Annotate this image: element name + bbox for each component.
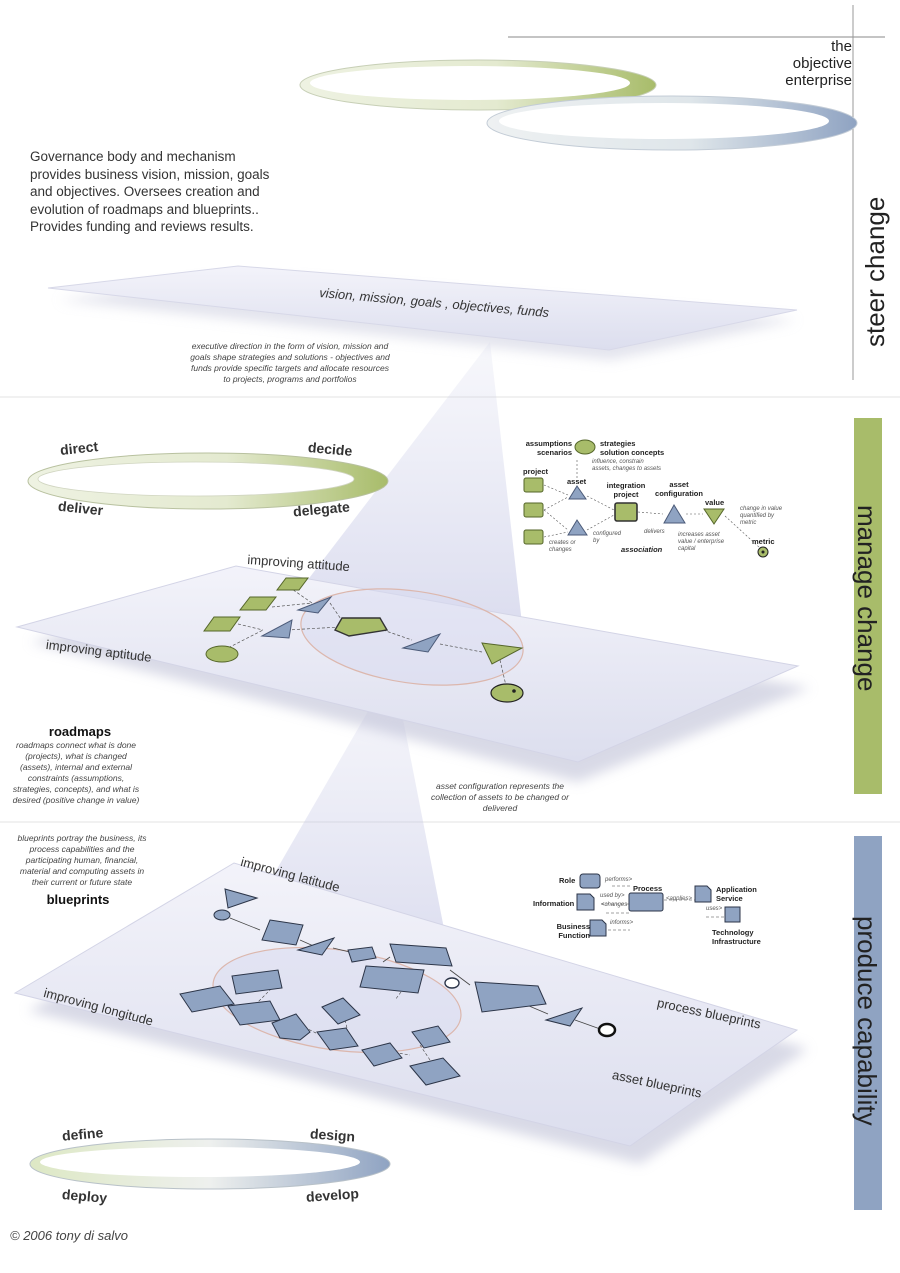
cycle-design: design	[309, 1125, 356, 1145]
produce-cycle-ring	[29, 1138, 391, 1190]
blueprints-heading: blueprints	[46, 892, 110, 907]
legend-business-function: Business Function	[556, 922, 590, 940]
legend-application-service: Application Service	[716, 885, 757, 903]
legend-technology-infrastructure: Technology Infrastructure	[712, 928, 761, 946]
blueprint-flow	[179, 888, 617, 1086]
project-box	[203, 616, 241, 632]
legend-influence-note: influence, constrain assets, changes to …	[592, 459, 662, 472]
legend-asset: asset	[567, 477, 587, 486]
legend-information: Information	[533, 899, 575, 908]
asset-triangle	[296, 595, 333, 614]
roadmap-legend	[523, 439, 769, 558]
metric-oval	[490, 683, 524, 703]
objective-rings	[299, 59, 858, 151]
legend-increases-note: increases asset value / enterprise capit…	[678, 532, 725, 552]
blueprint-plane	[13, 862, 808, 1164]
legend-applies: <applies>	[666, 896, 693, 902]
legend-performs: performs>	[605, 877, 633, 883]
manage-band	[854, 418, 882, 794]
steer-change-label: steer change	[860, 196, 890, 347]
produce-band	[854, 836, 882, 1210]
legend-project: project	[523, 467, 549, 476]
integration-project	[333, 617, 389, 637]
asset-triangle	[260, 619, 293, 639]
legend-changes: <changes	[601, 902, 628, 908]
value-triangle	[481, 642, 524, 665]
legend-asset-configuration: asset configuration	[655, 480, 703, 498]
legend-configured-note: configured by	[593, 531, 622, 544]
beam-upper	[300, 342, 525, 650]
legend-association: association	[621, 545, 663, 554]
legend-role: Role	[559, 876, 576, 885]
legend-informs: informs>	[610, 920, 634, 926]
executive-direction-note: executive direction in the form of visio…	[190, 341, 390, 384]
legend-uses: uses>	[706, 906, 723, 912]
legend-assumptions: assumptions scenarios	[525, 439, 572, 457]
asset-configuration-note: asset configuration represents the colle…	[431, 781, 569, 813]
legend-integration-project: integration project	[606, 481, 646, 499]
legend-value-note: change in value quantified by metric	[740, 506, 783, 526]
roadmaps-description: roadmaps connect what is done (projects)…	[12, 740, 140, 805]
legend-value: value	[705, 498, 725, 507]
roadmaps-heading: roadmaps	[48, 724, 112, 739]
roadmap-flow	[203, 577, 524, 703]
assumption-oval	[205, 645, 239, 663]
legend-used-by: used by>	[600, 893, 625, 899]
legend-process: Process	[633, 884, 663, 893]
manage-cycle-ring	[27, 452, 389, 510]
vision-plane	[47, 265, 798, 360]
legend-metric: metric	[752, 537, 775, 546]
legend-delivers: delivers	[644, 529, 665, 535]
blueprints-description: blueprints portray the business, its pro…	[17, 833, 147, 887]
governance-description: Governance body and mechanism provides b…	[30, 149, 270, 234]
produce-capability-label: produce capability	[852, 916, 882, 1126]
title-line-3: enterprise	[785, 72, 852, 89]
legend-strategies: strategies solution concepts	[600, 439, 665, 457]
objective-enterprise-title: the objective enterprise	[785, 38, 852, 89]
asset-config-triangle	[401, 632, 442, 653]
blueprint-legend	[576, 873, 741, 937]
project-box	[238, 596, 278, 611]
project-box	[276, 577, 309, 591]
manage-change-label: manage change	[852, 505, 882, 692]
title-line-2: objective	[792, 55, 852, 72]
legend-creates-note: creates or changes	[549, 540, 576, 553]
copyright: © 2006 tony di salvo	[10, 1228, 128, 1243]
title-line-1: the	[831, 38, 852, 55]
